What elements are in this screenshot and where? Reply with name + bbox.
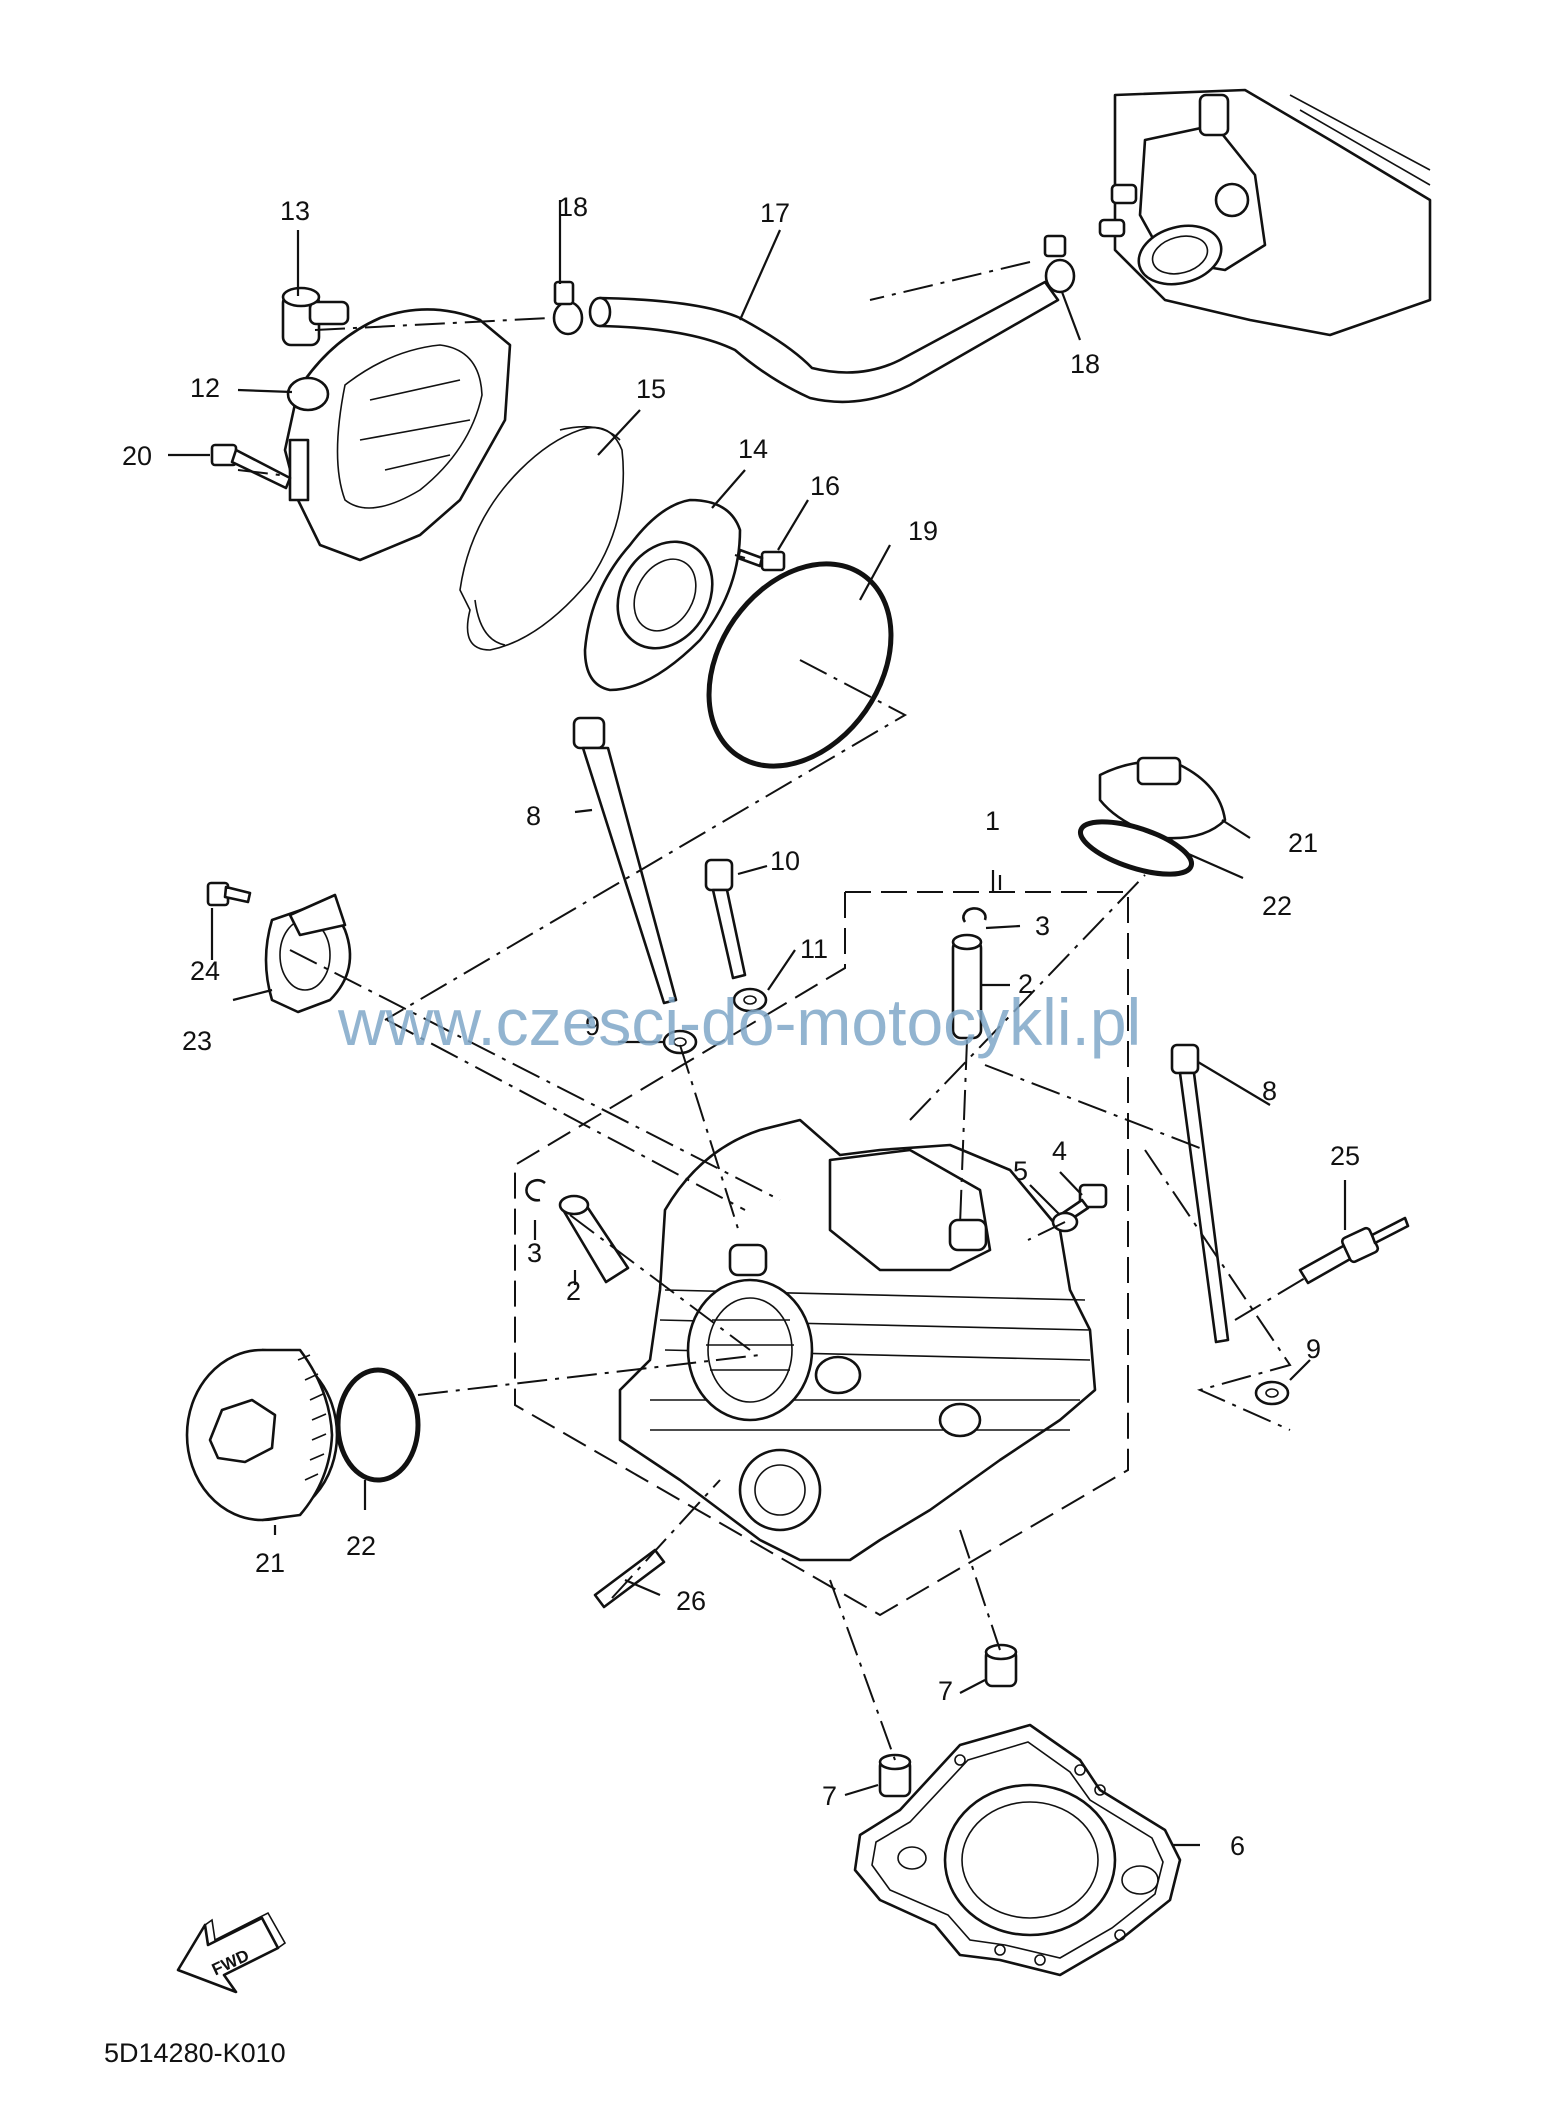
callout-1: 1 xyxy=(985,806,1000,836)
callout-24: 24 xyxy=(190,956,220,986)
screw-16 xyxy=(736,548,786,572)
callout-20: 20 xyxy=(122,441,152,471)
callout-5: 5 xyxy=(1013,1156,1028,1186)
bolt-20 xyxy=(210,443,292,490)
breather-housing xyxy=(283,308,512,562)
callout-18-right: 18 xyxy=(1070,349,1100,379)
o-ring-22-left xyxy=(335,1367,421,1483)
callout-11: 11 xyxy=(800,934,828,964)
bolt-24 xyxy=(206,881,252,907)
watermark: www.czesci-do-motocykli.pl xyxy=(337,985,1141,1059)
callout-23: 23 xyxy=(182,1026,212,1056)
callout-21-left: 21 xyxy=(255,1548,285,1578)
fwd-arrow-icon: FWD xyxy=(176,1911,287,1994)
callout-2-right: 2 xyxy=(1018,969,1033,999)
callout-8-right: 8 xyxy=(1262,1076,1277,1106)
callout-labels: 1 2 2 3 3 4 5 6 7 7 8 8 9 9 10 11 12 13 … xyxy=(122,192,1360,1861)
stud-bolt-8-right xyxy=(1170,1043,1230,1344)
callout-6: 6 xyxy=(1230,1831,1245,1861)
callout-4: 4 xyxy=(1052,1136,1067,1166)
valve-guide-2-right xyxy=(951,933,983,1040)
breather-elbow-fitting xyxy=(281,286,350,347)
callout-7-lower: 7 xyxy=(822,1781,837,1811)
callout-14: 14 xyxy=(738,434,768,464)
washer-9-right xyxy=(1254,1380,1290,1406)
callout-10: 10 xyxy=(770,846,800,876)
throttle-body xyxy=(1098,88,1432,337)
head-gasket-6 xyxy=(853,1723,1182,1977)
stud-bolt-8-left xyxy=(572,716,678,1005)
bolt-10 xyxy=(704,858,747,980)
callout-21-right: 21 xyxy=(1288,828,1318,858)
o-ring-19 xyxy=(706,561,894,769)
bracket-23 xyxy=(264,893,352,1014)
callout-15: 15 xyxy=(636,374,666,404)
callout-7-upper: 7 xyxy=(938,1676,953,1706)
plate-14 xyxy=(583,498,742,692)
leader-lines xyxy=(168,200,1347,1847)
callout-3-right: 3 xyxy=(1035,911,1050,941)
dowel-pin-7-lower xyxy=(878,1753,912,1798)
callout-13: 13 xyxy=(280,196,310,226)
callout-16: 16 xyxy=(810,471,840,501)
plug-21-left xyxy=(185,1348,339,1522)
callout-22-right: 22 xyxy=(1262,891,1292,921)
callout-9-right: 9 xyxy=(1306,1334,1321,1364)
alignment-lines xyxy=(237,261,1306,1761)
callout-9-left: 9 xyxy=(585,1011,600,1041)
callout-8-left: 8 xyxy=(526,801,541,831)
valve-guide-2-left xyxy=(558,1194,630,1284)
callout-25: 25 xyxy=(1330,1141,1360,1171)
callout-2-left: 2 xyxy=(566,1276,581,1306)
callout-22-left: 22 xyxy=(346,1531,376,1561)
callout-19: 19 xyxy=(908,516,938,546)
hose-clamp-left xyxy=(552,280,584,336)
clip-3-right xyxy=(962,907,987,923)
callout-12: 12 xyxy=(190,373,220,403)
assembly-1-boundary xyxy=(514,891,1129,1617)
cylinder-head xyxy=(618,1118,1097,1562)
o-ring-22-right xyxy=(1077,819,1195,877)
callout-26: 26 xyxy=(676,1586,706,1616)
callout-17: 17 xyxy=(760,198,790,228)
drawing-code: 5D14280-K010 xyxy=(104,2038,286,2068)
hose-clamp-right xyxy=(1043,234,1076,294)
callout-18-left: 18 xyxy=(558,192,588,222)
washer-11 xyxy=(732,987,768,1013)
clip-3-left xyxy=(525,1178,546,1202)
dowel-pin-7-upper xyxy=(984,1643,1018,1688)
callout-3-left: 3 xyxy=(527,1238,542,1268)
plug-21-right xyxy=(1098,756,1227,840)
spark-plug-25 xyxy=(1298,1216,1410,1285)
